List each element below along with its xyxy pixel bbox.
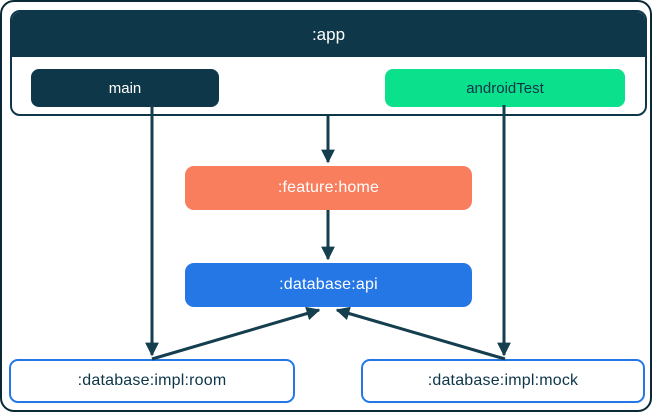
node-database-impl-mock: :database:impl:mock — [361, 359, 645, 403]
node-sourceset-main: main — [31, 69, 219, 107]
node-app-body: main androidTest — [12, 57, 645, 114]
node-database-api: :database:api — [185, 263, 472, 307]
node-sourceset-androidtest-label: androidTest — [466, 79, 544, 97]
node-feature-home-label: :feature:home — [277, 179, 380, 196]
node-database-api-label: :database:api — [279, 276, 378, 293]
node-database-impl-room: :database:impl:room — [9, 359, 295, 403]
node-app-label: :app — [311, 24, 346, 44]
node-sourceset-main-label: main — [108, 79, 142, 97]
node-database-impl-room-label: :database:impl:room — [77, 372, 227, 389]
arrow-impl-mock-to-database-api — [335, 306, 506, 361]
node-feature-home: :feature:home — [185, 166, 472, 210]
arrow-impl-room-to-database-api — [151, 306, 321, 361]
node-sourceset-androidtest: androidTest — [385, 69, 625, 107]
node-database-impl-mock-label: :database:impl:mock — [427, 372, 579, 389]
node-app: :app main androidTest — [10, 10, 647, 116]
node-app-header: :app — [12, 12, 645, 57]
